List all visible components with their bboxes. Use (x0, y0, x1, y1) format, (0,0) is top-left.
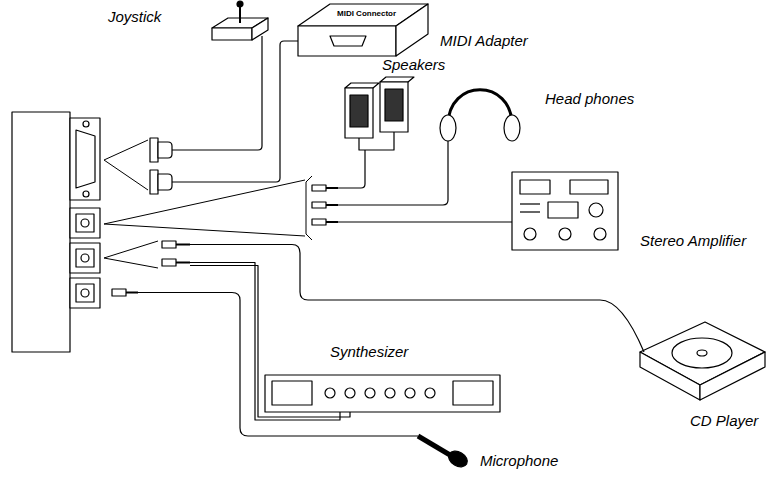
device-label: MIDI Adapter (440, 32, 528, 50)
game-plugs (150, 138, 172, 194)
device-label: Synthesizer (330, 343, 408, 361)
cd-player (640, 322, 765, 400)
device-label: Head phones (545, 90, 634, 108)
microphone-cable (138, 293, 418, 437)
device-label: Stereo Amplifier (640, 232, 746, 250)
synthesizer (265, 375, 500, 412)
device-label: Microphone (480, 452, 558, 470)
headphone-cable (338, 141, 448, 205)
headphones (440, 90, 520, 141)
audio-jacks (70, 208, 100, 308)
card-bracket (12, 112, 70, 352)
speakers (345, 77, 414, 138)
midi-cable (172, 41, 298, 182)
game-port (70, 118, 100, 200)
device-label: Speakers (382, 56, 445, 74)
joystick-cable (172, 36, 262, 150)
speaker-cable (338, 132, 394, 188)
synthesizer-cable (190, 263, 350, 421)
stereo-amplifier (512, 172, 618, 250)
device-marking: MIDI Connector (337, 9, 396, 18)
amplifier-cable (338, 221, 512, 222)
microphone (418, 436, 470, 470)
device-label: CD Player (690, 412, 758, 430)
device-label: Joystick (108, 8, 161, 26)
joystick (212, 1, 268, 40)
leader-lines (104, 140, 312, 268)
midi-adapter (298, 4, 428, 56)
mini-plugs (112, 185, 338, 296)
